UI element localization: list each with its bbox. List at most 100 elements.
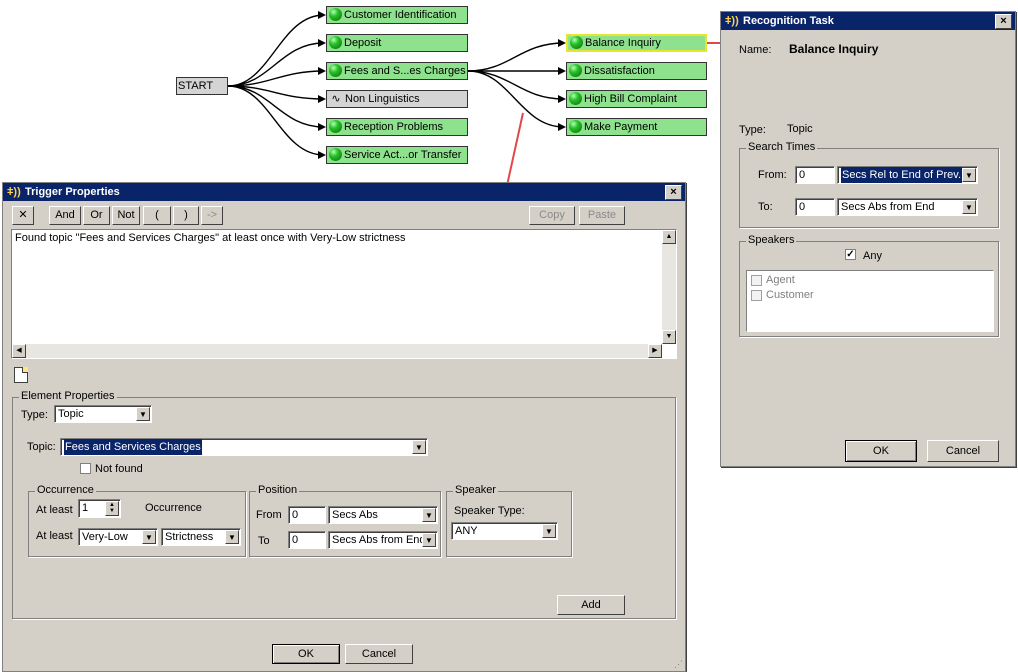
close-icon[interactable]: × (995, 14, 1012, 29)
chevron-down-icon[interactable]: ▼ (142, 530, 156, 544)
scroll-right-icon[interactable]: ▶ (648, 344, 662, 358)
chevron-down-icon[interactable]: ▼ (962, 168, 976, 182)
ok-button[interactable]: OK (272, 644, 340, 664)
node-label: Service Act...or Transfer (344, 149, 462, 161)
or-button[interactable]: Or (83, 206, 110, 225)
scroll-down-icon[interactable]: ▼ (662, 330, 676, 344)
open-paren-button[interactable]: ( (143, 206, 171, 225)
group-label: Position (256, 484, 300, 496)
chevron-down-icon[interactable]: ▼ (136, 407, 150, 421)
edge-fees-highbill (467, 70, 565, 100)
cancel-button[interactable]: Cancel (345, 644, 413, 664)
occurrence-count-stepper[interactable]: 1 ▲▼ (78, 499, 121, 518)
search-from-input[interactable]: 0 (795, 166, 835, 184)
recognition-titlebar[interactable]: ǂ)) Recognition Task × (721, 12, 1015, 30)
search-to-unit-select[interactable]: Secs Abs from End▼ (837, 198, 978, 216)
chevron-down-icon[interactable]: ▼ (225, 530, 239, 544)
status-ball-icon (569, 92, 582, 105)
and-button[interactable]: And (49, 206, 81, 225)
copy-button[interactable]: Copy (529, 206, 575, 225)
node-reception-problems[interactable]: Reception Problems (326, 118, 468, 136)
status-ball-icon (569, 120, 582, 133)
node-balance-inquiry[interactable]: Balance Inquiry (566, 34, 707, 52)
app-icon: ǂ)) (725, 15, 739, 27)
add-button[interactable]: Add (557, 595, 625, 615)
node-dissatisfaction[interactable]: Dissatisfaction (566, 62, 707, 80)
speaker-list[interactable]: Agent Customer (746, 270, 994, 332)
any-label: Any (863, 250, 882, 262)
cancel-button[interactable]: Cancel (927, 440, 999, 462)
not-button[interactable]: Not (112, 206, 140, 225)
node-high-bill-complaint[interactable]: High Bill Complaint (566, 90, 707, 108)
position-to-unit-select[interactable]: Secs Abs from End▼ (328, 531, 438, 549)
search-from-unit-select[interactable]: Secs Rel to End of Prev.▼ (837, 166, 978, 184)
agent-checkbox[interactable] (751, 275, 762, 286)
any-speaker-checkbox[interactable]: ✓ (845, 249, 856, 260)
strictness-level-select[interactable]: Very-Low▼ (78, 528, 158, 546)
not-found-checkbox[interactable] (80, 463, 91, 474)
recognition-task-window: ǂ)) Recognition Task × Name: Balance Inq… (720, 11, 1016, 467)
occurrence-label: Occurrence (145, 502, 202, 514)
delete-element-button[interactable]: ✕ (12, 206, 34, 225)
arrow-button[interactable]: -> (201, 206, 223, 225)
arrowhead (318, 151, 326, 159)
search-to-input[interactable]: 0 (795, 198, 835, 216)
task-type-value: Topic (787, 123, 813, 135)
edge-fees-payment (467, 70, 565, 128)
chevron-down-icon[interactable]: ▼ (422, 533, 436, 547)
chevron-down-icon[interactable]: ▼ (422, 508, 436, 522)
strictness-select[interactable]: Strictness▼ (161, 528, 241, 546)
type-select[interactable]: Topic▼ (54, 405, 152, 423)
node-fees-charges[interactable]: Fees and S...es Charges (326, 62, 468, 80)
speaker-type-select[interactable]: ANY▼ (451, 522, 558, 540)
status-ball-icon (570, 36, 583, 49)
waveform-icon: ∿ (331, 93, 341, 105)
status-ball-icon (329, 36, 342, 49)
group-label: Speakers (746, 234, 797, 246)
node-label: Make Payment (584, 121, 658, 133)
at-least-label: At least (36, 504, 73, 516)
node-customer-identification[interactable]: Customer Identification (326, 6, 468, 24)
scroll-left-icon[interactable]: ◀ (12, 344, 26, 358)
group-label: Speaker (453, 484, 498, 496)
stepper-arrows-icon[interactable]: ▲▼ (105, 501, 119, 516)
position-from-unit-select[interactable]: Secs Abs▼ (328, 506, 438, 524)
group-label: Element Properties (19, 390, 117, 402)
chevron-down-icon[interactable]: ▼ (542, 524, 556, 538)
task-name-value: Balance Inquiry (789, 42, 879, 56)
topic-label: Topic: (27, 441, 56, 453)
position-to-input[interactable]: 0 (288, 531, 326, 549)
node-label: Dissatisfaction (584, 65, 655, 77)
scroll-up-icon[interactable]: ▲ (662, 230, 676, 244)
node-deposit[interactable]: Deposit (326, 34, 468, 52)
at-least-strictness-label: At least (36, 530, 73, 542)
customer-checkbox[interactable] (751, 290, 762, 301)
trigger-titlebar[interactable]: ǂ)) Trigger Properties × (3, 183, 685, 201)
app-icon: ǂ)) (7, 186, 21, 198)
chevron-down-icon[interactable]: ▼ (412, 440, 426, 454)
close-paren-button[interactable]: ) (173, 206, 199, 225)
new-document-icon[interactable] (14, 367, 28, 383)
node-label: Reception Problems (344, 121, 444, 133)
node-service-transfer[interactable]: Service Act...or Transfer (326, 146, 468, 164)
start-node[interactable]: START (176, 77, 228, 95)
to-label: To: (758, 201, 773, 213)
arrowhead (558, 123, 566, 131)
node-non-linguistics[interactable]: ∿Non Linguistics (326, 90, 468, 108)
resize-grip-icon[interactable]: ⋰ (674, 659, 683, 669)
node-make-payment[interactable]: Make Payment (566, 118, 707, 136)
arrowhead (318, 11, 326, 19)
element-properties-group: Element Properties (12, 390, 676, 619)
position-from-input[interactable]: 0 (288, 506, 326, 524)
ok-button[interactable]: OK (845, 440, 917, 462)
arrowhead (558, 95, 566, 103)
expression-textarea[interactable]: Found topic "Fees and Services Charges" … (11, 229, 677, 359)
paste-button[interactable]: Paste (579, 206, 625, 225)
close-icon[interactable]: × (665, 185, 682, 200)
topic-select[interactable]: Fees and Services Charges▼ (60, 438, 428, 456)
arrowhead (318, 67, 326, 75)
horizontal-scrollbar[interactable]: ◀ ▶ (12, 344, 662, 358)
arrowhead (318, 39, 326, 47)
vertical-scrollbar[interactable]: ▲ ▼ (662, 230, 676, 344)
chevron-down-icon[interactable]: ▼ (962, 200, 976, 214)
